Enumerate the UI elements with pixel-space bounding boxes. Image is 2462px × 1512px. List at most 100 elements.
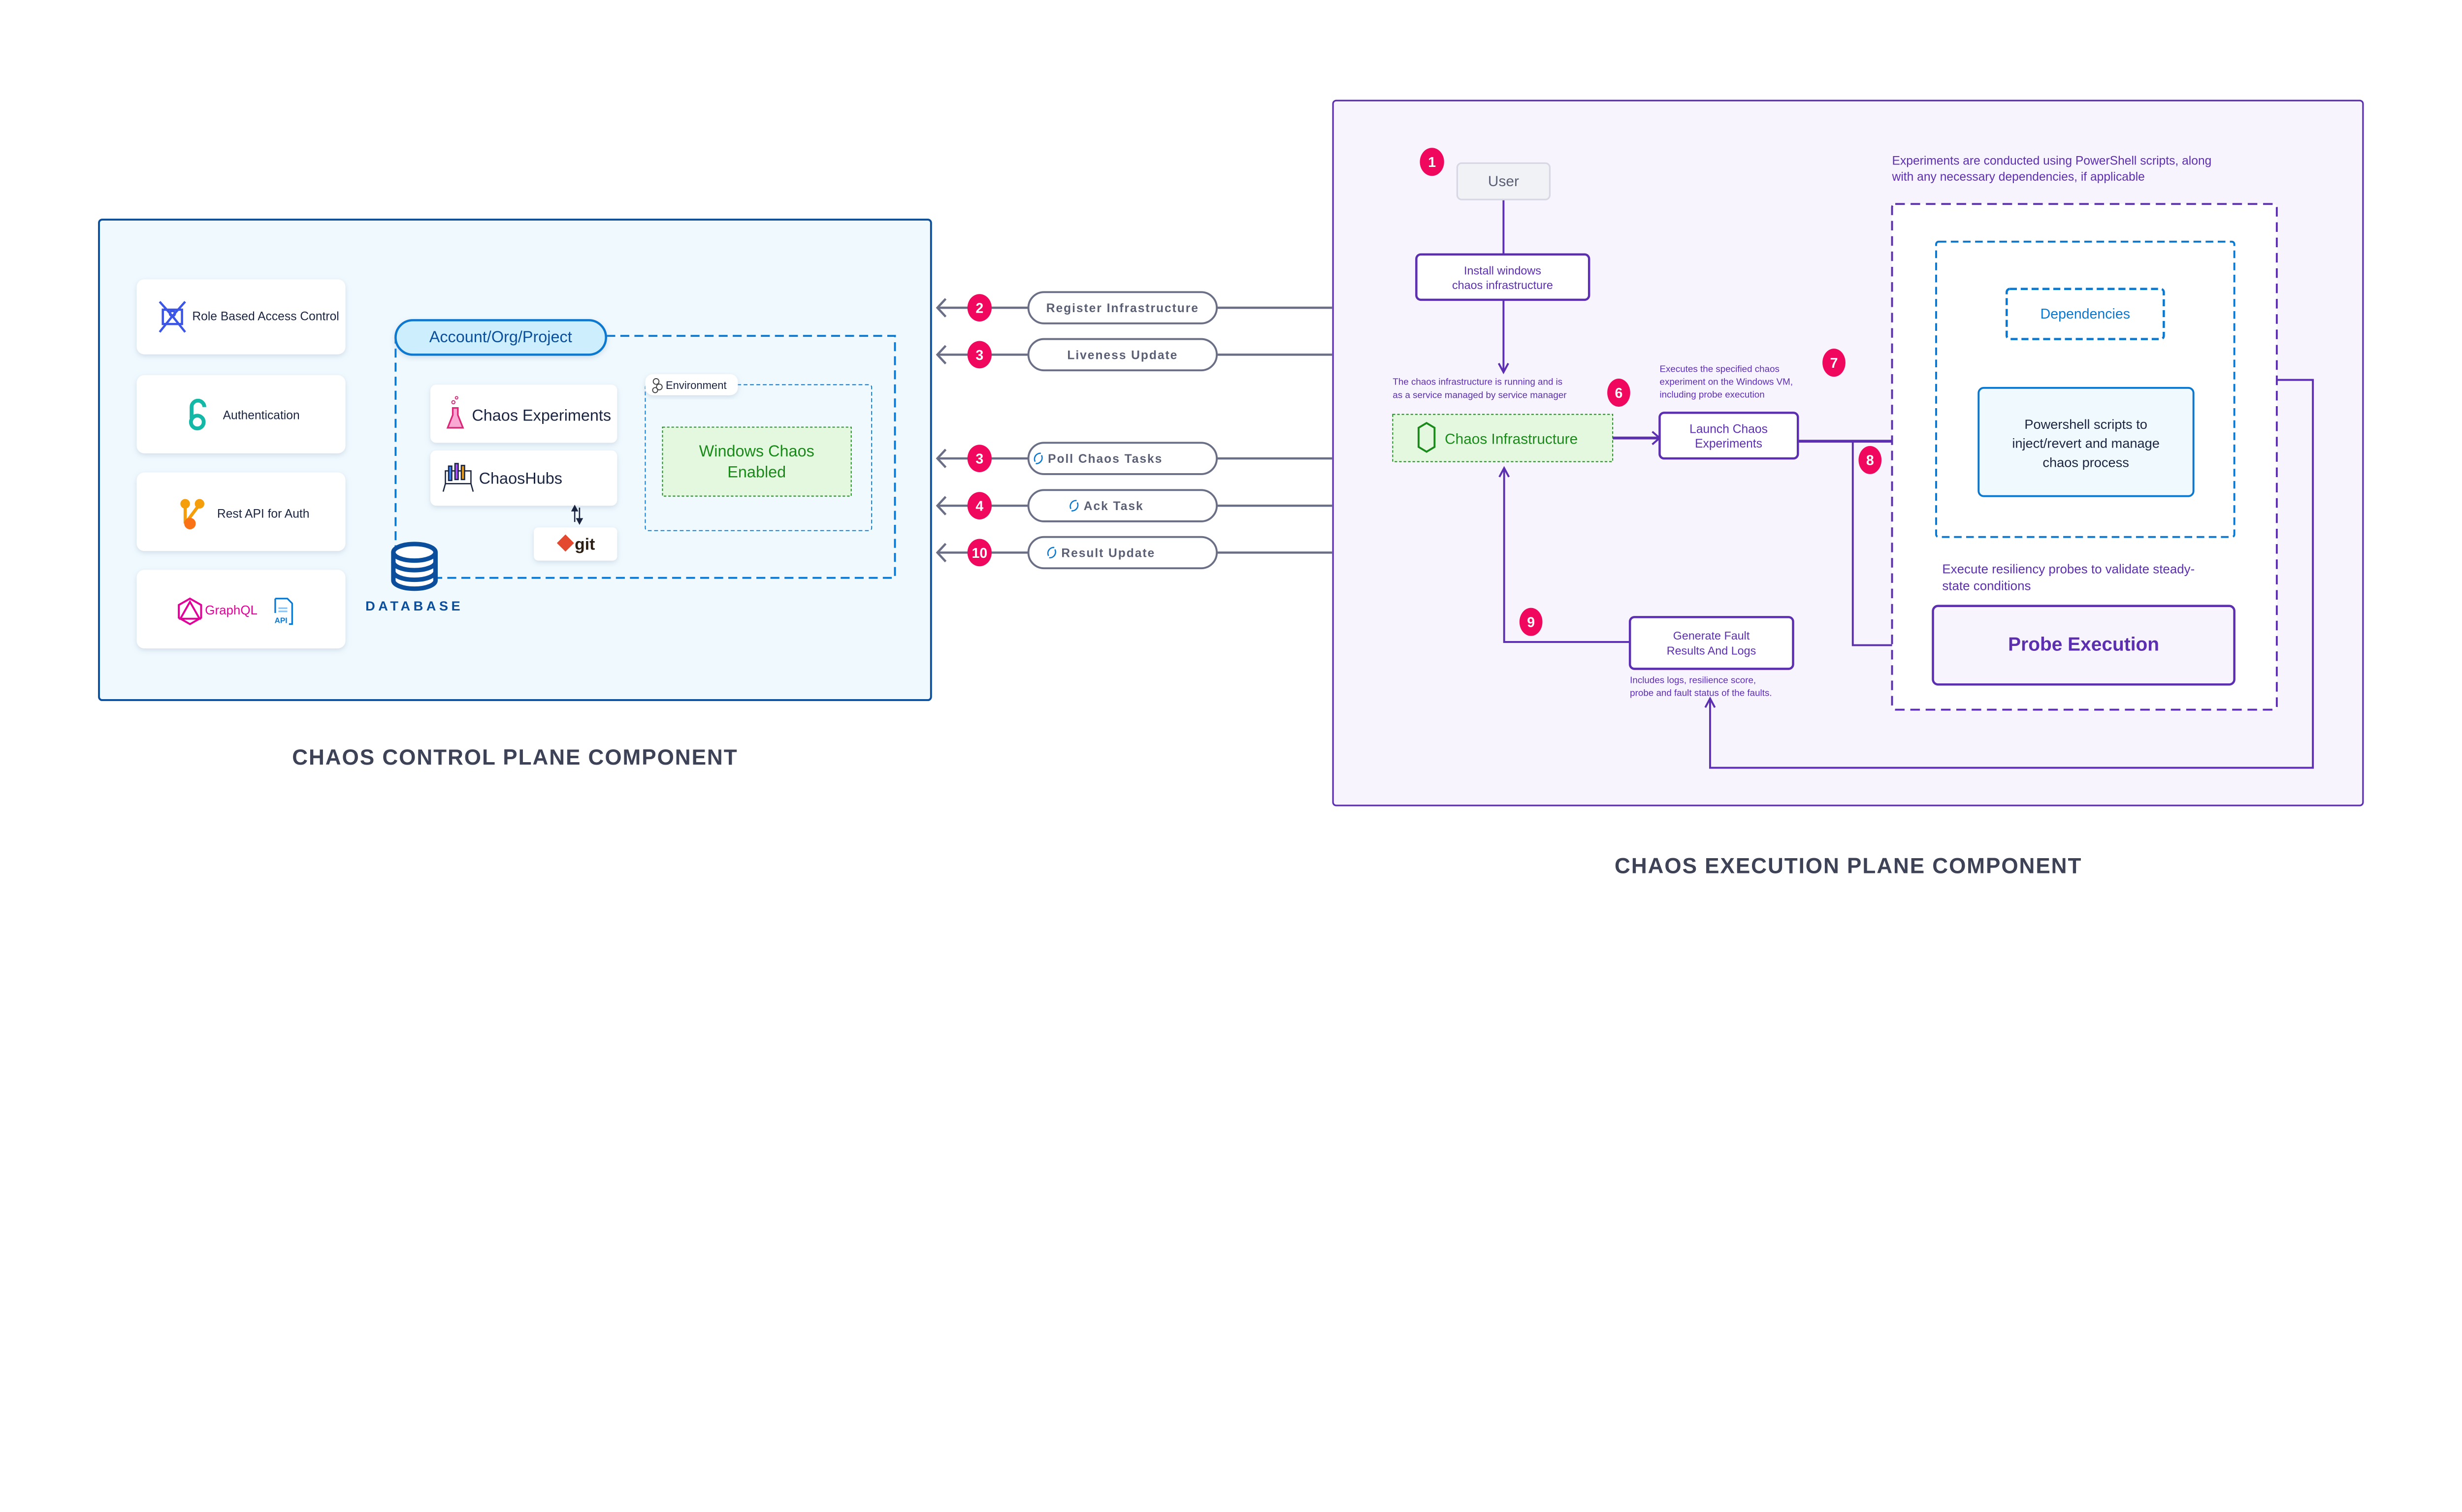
launch-note: experiment on the Windows VM,: [1659, 376, 1793, 386]
svg-text:Windows Chaos: Windows Chaos: [699, 442, 814, 460]
scope-boundary: [394, 335, 896, 579]
hexagon-icon: [1417, 421, 1436, 453]
open-access-icon: [189, 398, 206, 431]
svg-text:7: 7: [1830, 355, 1838, 371]
step-badge: 8: [1858, 446, 1882, 474]
launch-note: including probe execution: [1659, 389, 1764, 399]
svg-text:Probe Execution: Probe Execution: [2008, 634, 2159, 655]
api-label: API: [275, 617, 288, 625]
probe-note: state conditions: [1942, 579, 2031, 593]
svg-text:Chaos Experiments: Chaos Experiments: [472, 407, 611, 424]
git-icon: [556, 534, 574, 552]
dependencies-node: Dependencies: [2006, 288, 2165, 340]
connector-label: Result Update: [1061, 547, 1155, 560]
card-rbac: Role Based Access Control: [136, 279, 346, 354]
svg-text:1: 1: [1428, 155, 1436, 170]
svg-text:chaos process: chaos process: [2042, 455, 2129, 470]
api-branch-icon: [180, 499, 204, 530]
control-plane: Role Based Access Control Authentication…: [98, 219, 932, 701]
svg-text:3: 3: [975, 348, 983, 363]
step-badge: 3: [967, 341, 992, 369]
sync-icon: [1069, 500, 1079, 512]
svg-text:ChaosHubs: ChaosHubs: [479, 469, 562, 487]
arrow-left-icon: [936, 496, 947, 515]
test-tubes-icon: [442, 463, 474, 492]
svg-text:8: 8: [1866, 453, 1874, 469]
generate-note: probe and fault status of the faults.: [1630, 688, 1772, 698]
connector-label: Poll Chaos Tasks: [1048, 452, 1163, 466]
svg-text:chaos infrastructure: chaos infrastructure: [1452, 279, 1553, 291]
connector-label: Ack Task: [1084, 500, 1144, 513]
powershell-note: with any necessary dependencies, if appl…: [1892, 170, 2145, 184]
card-label: Rest API for Auth: [217, 508, 310, 521]
card-rest-api: Rest API for Auth: [136, 472, 346, 551]
chaos-infrastructure-node: Chaos Infrastructure: [1392, 414, 1614, 462]
execution-plane: User 1 Install windows chaos infrastruct…: [1332, 99, 2364, 806]
probe-execution-node: Probe Execution: [1932, 605, 2235, 686]
arrow-left-icon: [936, 449, 947, 468]
database-label: DATABASE: [365, 598, 463, 613]
probe-note: Execute resiliency probes to validate st…: [1942, 563, 2195, 577]
infra-note: The chaos infrastructure is running and …: [1393, 376, 1562, 386]
powershell-scripts-node: Powershell scripts to inject/revert and …: [1977, 386, 2195, 497]
graphql-label: GraphQL: [205, 604, 258, 617]
launch-experiments-node: Launch Chaos Experiments: [1658, 412, 1799, 460]
step-badge: 7: [1822, 349, 1846, 377]
svg-text:Launch Chaos: Launch Chaos: [1689, 422, 1768, 436]
svg-text:Powershell scripts to: Powershell scripts to: [2024, 417, 2147, 432]
control-plane-title: CHAOS CONTROL PLANE COMPONENT: [292, 745, 738, 770]
svg-text:Install windows: Install windows: [1464, 264, 1541, 277]
generate-note: Includes logs, resilience score,: [1630, 675, 1756, 685]
database-icon: [391, 542, 438, 591]
user-node: User: [1456, 162, 1551, 200]
svg-text:10: 10: [972, 546, 987, 561]
svg-text:Account/Org/Project: Account/Org/Project: [429, 328, 572, 346]
powershell-note: Experiments are conducted using PowerShe…: [1892, 155, 2212, 168]
svg-text:Chaos Infrastructure: Chaos Infrastructure: [1445, 431, 1578, 447]
svg-text:2: 2: [975, 300, 983, 316]
architecture-diagram: Role Based Access Control Authentication…: [98, 99, 2364, 878]
connector-poll-chaos-tasks: 3 Poll Chaos Tasks: [936, 442, 1332, 475]
step-badge: 6: [1607, 379, 1630, 407]
launch-note: Executes the specified chaos: [1659, 363, 1779, 374]
environment-pill: Environment: [645, 374, 738, 395]
card-graphql: GraphQL API: [136, 570, 346, 648]
git-card: git: [534, 527, 617, 561]
svg-text:git: git: [575, 535, 595, 554]
infra-note: as a service managed by service manager: [1393, 390, 1566, 400]
environment-icon: [652, 378, 663, 393]
chaoshubs-card: ChaosHubs: [430, 450, 617, 506]
step-badge: 1: [1420, 148, 1444, 176]
svg-text:9: 9: [1527, 614, 1535, 630]
arrow-left-icon: [936, 298, 947, 318]
api-doc-icon: API: [274, 598, 293, 625]
arrow-left-icon: [936, 543, 947, 563]
svg-text:Environment: Environment: [666, 379, 727, 391]
card-label: Role Based Access Control: [192, 310, 339, 323]
graphql-icon: [178, 597, 202, 625]
scope-pill: Account/Org/Project: [394, 319, 607, 356]
svg-text:Results And Logs: Results And Logs: [1667, 644, 1756, 657]
execution-plane-title: CHAOS EXECUTION PLANE COMPONENT: [1615, 854, 2082, 878]
sync-icon: [1047, 547, 1056, 559]
svg-text:Dependencies: Dependencies: [2041, 306, 2130, 322]
step-badge: 2: [967, 294, 992, 322]
sync-arrows-icon: [571, 504, 583, 525]
rbac-icon: [159, 301, 186, 333]
step-badge: 10: [967, 539, 992, 567]
connector-result-update: 10 Result Update: [936, 536, 1332, 570]
step-badge: 4: [967, 492, 992, 519]
windows-chaos-enabled-box: Windows Chaos Enabled: [662, 426, 852, 497]
svg-text:Enabled: Enabled: [727, 463, 786, 481]
svg-text:3: 3: [975, 451, 983, 467]
svg-text:User: User: [1488, 173, 1519, 190]
svg-text:6: 6: [1615, 386, 1623, 401]
environment-boundary: [645, 384, 873, 531]
svg-text:Generate Fault: Generate Fault: [1673, 629, 1750, 642]
step-badge: 9: [1519, 608, 1543, 636]
sync-icon: [1034, 452, 1043, 464]
generate-results-node: Generate Fault Results And Logs: [1628, 616, 1794, 670]
flask-icon: [446, 396, 464, 429]
